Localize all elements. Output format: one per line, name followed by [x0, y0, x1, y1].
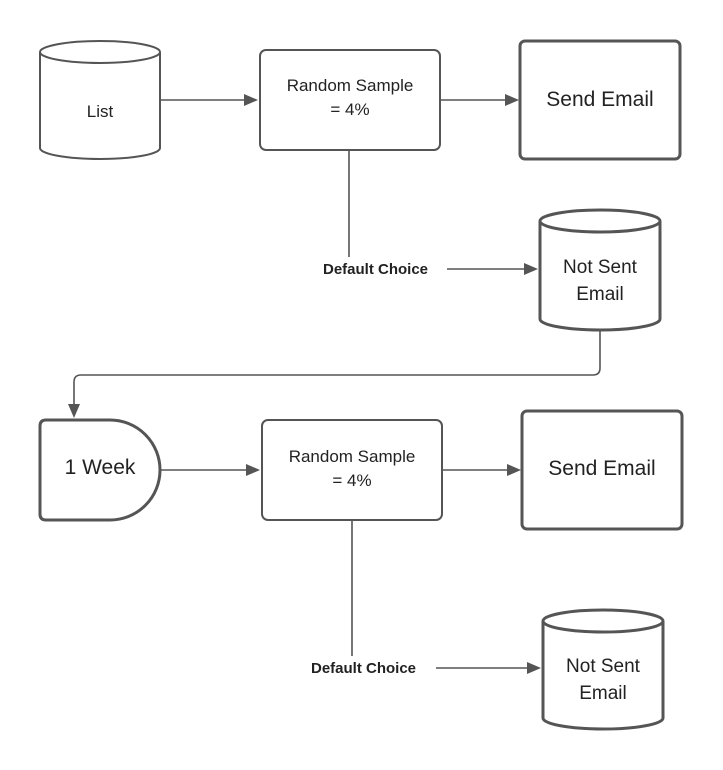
arrowhead: [505, 94, 519, 106]
arrowhead: [68, 404, 80, 418]
node-random-sample-2: Random Sample = 4%: [261, 419, 443, 521]
process-shape: [261, 419, 443, 521]
node-label-line-1: Not Sent: [563, 257, 638, 278]
node-label-line-1: Random Sample: [289, 447, 416, 466]
edge-label-text: Default Choice: [323, 261, 428, 278]
node-label: Send Email: [546, 88, 653, 111]
node-label: List: [87, 102, 114, 121]
node-label-line-2: Email: [576, 284, 624, 305]
connectors: [68, 94, 601, 674]
node-label-line-1: Random Sample: [287, 76, 414, 95]
database-rim: [541, 620, 665, 634]
database-shape: [538, 208, 662, 332]
node-not-sent-email-2: Not Sent Email: [541, 608, 665, 731]
edge-sample-2-to-not-sent-2: [351, 520, 529, 669]
arrowhead: [246, 464, 260, 476]
edge-label-default-choice-1: Default Choice: [321, 257, 447, 279]
database-shape: [39, 40, 161, 160]
database-rim: [39, 51, 161, 64]
node-send-email-1: Send Email: [518, 39, 682, 161]
action-shape: [518, 39, 682, 161]
node-label-line-1: Not Sent: [566, 656, 641, 677]
node-label: 1 Week: [65, 456, 136, 479]
node-label: Send Email: [548, 457, 655, 480]
delay-shape: [38, 418, 162, 522]
arrowhead: [527, 662, 541, 674]
edge-sample-1-to-not-sent-1: [348, 150, 526, 270]
database-rim: [538, 220, 662, 234]
edge-label-background: [309, 656, 436, 678]
edge-label-default-choice-2: Default Choice: [309, 656, 436, 678]
node-send-email-2: Send Email: [520, 409, 684, 531]
arrowhead: [507, 464, 521, 476]
database-shape: [541, 608, 665, 731]
node-label-line-2: = 4%: [330, 100, 369, 119]
node-list: List: [39, 40, 161, 160]
node-random-sample-1: Random Sample = 4%: [259, 49, 441, 151]
node-not-sent-email-1: Not Sent Email: [538, 208, 662, 332]
action-shape: [520, 409, 684, 531]
edge-label-text: Default Choice: [311, 660, 416, 677]
arrowhead: [524, 263, 538, 275]
node-delay-1-week: 1 Week: [38, 418, 162, 522]
process-shape: [259, 49, 441, 151]
arrowhead: [244, 94, 258, 106]
edge-label-background: [321, 257, 447, 279]
node-label-line-2: Email: [579, 683, 627, 704]
node-label-line-2: = 4%: [332, 471, 371, 490]
edge-not-sent-1-to-delay: [73, 331, 601, 406]
